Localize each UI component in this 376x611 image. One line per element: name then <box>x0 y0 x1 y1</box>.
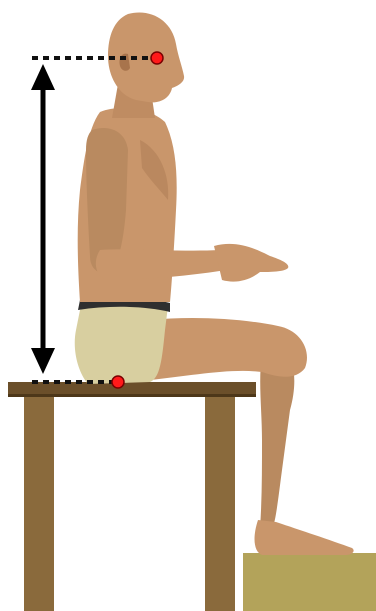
stool <box>8 382 256 611</box>
seat-point-marker <box>112 376 124 388</box>
height-arrow-head-top <box>31 64 55 90</box>
stool-top <box>8 382 256 396</box>
stool-leg-left <box>24 394 54 611</box>
hand <box>214 244 288 282</box>
eye-point-marker <box>151 52 163 64</box>
stool-leg-right <box>205 394 235 611</box>
thigh <box>150 318 307 380</box>
foot <box>255 520 354 555</box>
forearm <box>96 249 226 280</box>
height-arrow-head-bottom <box>31 348 55 374</box>
footrest-block <box>243 553 376 611</box>
underwear <box>75 302 168 384</box>
